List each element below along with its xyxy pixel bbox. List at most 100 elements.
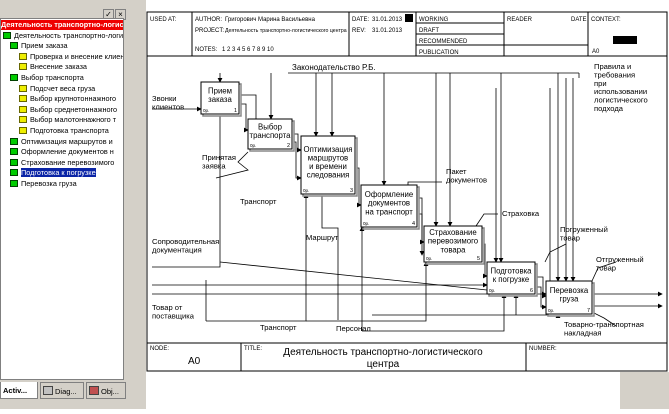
label-transport-2: Транспорт: [260, 323, 297, 332]
tree-item[interactable]: Перевозка груза: [10, 179, 77, 189]
author-value: Григорович Марина Васильевна: [225, 17, 316, 23]
activity-box-rect: [360, 184, 418, 228]
label-route: Маршрут: [306, 233, 339, 242]
activity-box-title: Оптимизация: [304, 145, 353, 154]
tree-item[interactable]: Подготовка к погрузке: [10, 168, 96, 178]
arrow: [544, 243, 567, 263]
tree-item-label: Перевозка груза: [21, 179, 77, 188]
tree-item[interactable]: Выбор среднетоннажного: [19, 105, 117, 115]
activity-box-cost: 0р.: [203, 108, 209, 113]
tree-item[interactable]: Оформление документов н: [10, 147, 114, 157]
activity-box-title: Страхование: [429, 228, 476, 237]
date-value: 31.01.2013: [372, 17, 403, 23]
activity-box-title: груза: [560, 295, 580, 304]
activity-box-number: 2: [287, 143, 290, 149]
activity-box-title: маршрутов: [308, 153, 348, 162]
arrow: [306, 261, 429, 322]
activity-box-cost: 0р.: [250, 143, 256, 148]
tab-diagrams-label: Diag...: [55, 387, 77, 396]
tab-activities[interactable]: Activ...: [0, 382, 38, 399]
tree-item[interactable]: Выбор транспорта: [10, 73, 84, 83]
tree-item-label: Страхование перевозимого: [21, 157, 115, 167]
tab-objects[interactable]: Obj...: [86, 382, 126, 399]
activity-box-title: Выбор: [258, 122, 283, 131]
status-publication: PUBLICATION: [419, 50, 459, 56]
activity-box-title: на транспорт: [365, 207, 413, 216]
tree-item[interactable]: Оптимизация маршрутов и: [10, 137, 113, 147]
notes-value: 1 2 3 4 5 6 7 8 9 10: [222, 47, 274, 53]
date-label: DATE:: [352, 17, 370, 23]
activity-box-number: 7: [587, 308, 590, 314]
status-working: WORKING: [419, 17, 449, 23]
context-node: A0: [592, 49, 600, 55]
activity-box-cost: 0р.: [426, 256, 432, 261]
tree-item-label: Проверка и внесение клиента: [30, 51, 124, 61]
context-thumbnail: [613, 36, 637, 44]
tree-item[interactable]: Страхование перевозимого: [10, 158, 114, 168]
context-label: CONTEXT:: [591, 17, 621, 23]
tab-objects-label: Obj...: [101, 387, 119, 396]
project-value: Деятельность транспортно-логистического …: [225, 28, 347, 34]
objects-icon: [89, 386, 99, 395]
date2-label: DATE: [571, 17, 587, 23]
tree-item[interactable]: Проверка и внесение клиента: [19, 51, 124, 62]
activity-icon: [10, 169, 18, 177]
arrow: [535, 286, 547, 310]
activity-icon: [10, 148, 18, 156]
tree-item[interactable]: Подготовка транспорта: [19, 126, 109, 136]
activity-box-rect: [423, 225, 483, 263]
notes-label: NOTES:: [195, 47, 218, 53]
activity-box-title: заказа: [208, 95, 232, 104]
subactivity-icon: [19, 95, 27, 103]
activity-box-cost: 0р.: [363, 221, 369, 226]
activity-box-rect: [545, 280, 593, 315]
tree-item[interactable]: Подсчет веса груза: [19, 84, 95, 94]
activity-icon: [10, 74, 18, 81]
arrow: [239, 103, 249, 133]
tree-item[interactable]: Прием заказа: [10, 41, 68, 51]
tab-diagrams[interactable]: Diag...: [40, 382, 84, 399]
activity-box-title: Перевозка: [550, 286, 589, 295]
tree-item[interactable]: Внесение заказа: [19, 62, 87, 72]
activity-box-number: 5: [477, 256, 480, 262]
arrow: [321, 194, 339, 320]
arrow: [152, 114, 221, 268]
tree-item[interactable]: Выбор крупнотоннажного: [19, 94, 116, 104]
tree-item[interactable]: Выбор малотоннажного т: [19, 115, 116, 125]
tree-item-label: Подготовка транспорта: [30, 126, 109, 135]
activity-box-cost: 0р.: [489, 288, 495, 293]
tree-item[interactable]: Деятельность транспортно-логистического …: [3, 31, 123, 41]
label-insurance: Страховка: [502, 209, 540, 218]
tree-item-label: Выбор транспорта: [21, 73, 84, 82]
diagram-canvas: USED AT: AUTHOR: Григорович Марина Васил…: [146, 0, 669, 409]
panel-splitter[interactable]: [130, 0, 146, 409]
activity-icon: [10, 180, 18, 187]
diagram-title-line1: Деятельность транспортно-логистического: [283, 347, 483, 358]
activity-box-rect: [300, 135, 356, 195]
arrow: [292, 133, 302, 153]
subactivity-icon: [19, 52, 27, 60]
subactivity-icon: [19, 84, 27, 92]
arrow: [591, 261, 617, 282]
working-status-mark: [405, 14, 413, 22]
diagram-icon: [43, 386, 53, 395]
activity-icon: [3, 31, 11, 39]
model-explorer-panel: ✓ × Деятельность транспортно-логистическ…: [0, 0, 130, 409]
explorer-tabs: Activ... Diag... Obj...: [0, 381, 130, 409]
subactivity-icon: [19, 116, 27, 124]
arrow: [239, 94, 257, 119]
tree-item[interactable]: Деятельность транспортно-логистического …: [1, 20, 123, 30]
activity-box-cost: 0р.: [303, 188, 309, 193]
